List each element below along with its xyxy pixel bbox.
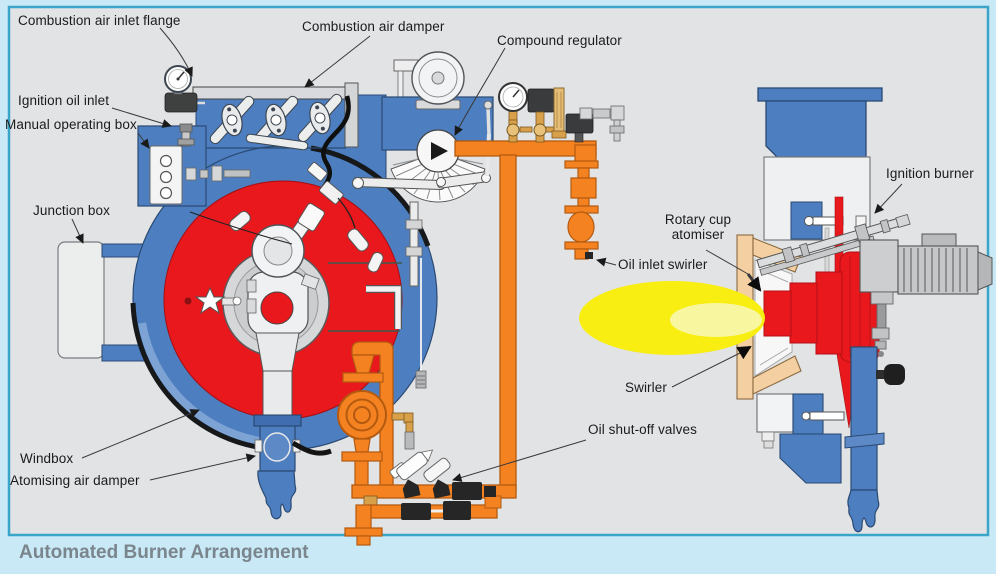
leader-ignition-oil-inlet <box>111 107 172 128</box>
purge-pipe <box>366 285 402 329</box>
combustion-air-housing <box>192 82 359 151</box>
leader-windbox <box>81 409 200 459</box>
label-manual-operating-box: Manual operating box <box>5 117 137 132</box>
label-windbox: Windbox <box>20 451 74 466</box>
flame-icon <box>579 281 765 355</box>
atomising-air-damper-assembly <box>253 414 332 520</box>
label-oil-inlet-swirler: Oil inlet swirler <box>618 257 708 272</box>
air-duct <box>757 87 883 283</box>
sight-glass <box>551 87 567 139</box>
leader-rotary-cup-atomiser <box>705 249 749 275</box>
regulator-pointer-icon <box>431 142 448 160</box>
oil-pressure-gauge <box>498 82 533 143</box>
leader-compound-regulator <box>454 47 506 136</box>
leader-atomising-air-damper <box>149 453 256 481</box>
left-burner-unit <box>57 51 625 546</box>
label-ignition-burner: Ignition burner <box>886 166 974 181</box>
oil-shut-off-valve-group <box>389 449 496 520</box>
ignition-oil-inlet-fitting <box>177 123 251 182</box>
solenoid-valve <box>527 88 557 143</box>
label-oil-shut-off-valves: Oil shut-off valves <box>588 422 697 437</box>
manual-operating-box <box>137 125 207 207</box>
leader-swirler <box>671 352 741 388</box>
regulator-motor-icon <box>411 51 465 105</box>
leader-ignition-burner <box>874 183 903 214</box>
leader-junction-box <box>71 218 84 244</box>
oil-pump-icon <box>337 390 387 440</box>
leader-oil-inlet-swirler <box>596 257 617 267</box>
burner-support <box>756 393 845 484</box>
label-junction-box: Junction box <box>33 203 110 218</box>
right-burner-unit <box>579 87 993 533</box>
leader-manual-operating-box <box>137 132 150 149</box>
label-compound-regulator: Compound regulator <box>497 33 622 48</box>
ignition-lance <box>756 213 911 276</box>
ignition-cable <box>189 95 356 245</box>
label-combustion-air-damper: Combustion air damper <box>302 19 445 34</box>
hand-wheel-icon <box>194 286 242 315</box>
label-ignition-oil-inlet: Ignition oil inlet <box>18 93 110 108</box>
label-atomising-air-damper: Atomising air damper <box>10 473 140 488</box>
damper-knob-icon <box>884 364 905 385</box>
scanner-pipe <box>405 201 423 287</box>
drive-motor <box>859 233 993 357</box>
atomising-air-pipe <box>844 346 905 533</box>
atomiser-front <box>222 224 330 418</box>
damper-linkage <box>209 93 343 151</box>
vent-fitting <box>579 105 625 142</box>
leader-combustion-air-inlet-flange <box>159 27 193 77</box>
diagram-caption: Automated Burner Arrangement <box>19 542 309 563</box>
leader-combustion-air-damper <box>304 35 371 88</box>
label-rotary-cup-atomiser: Rotary cup atomiser <box>664 212 732 242</box>
leader-oil-shut-off-valves <box>452 439 587 482</box>
label-swirler: Swirler <box>625 380 667 395</box>
leader-lines <box>71 27 903 482</box>
label-combustion-air-inlet-flange: Combustion air inlet flange <box>18 13 181 28</box>
oil-inlet-swirler-assembly <box>564 144 599 260</box>
